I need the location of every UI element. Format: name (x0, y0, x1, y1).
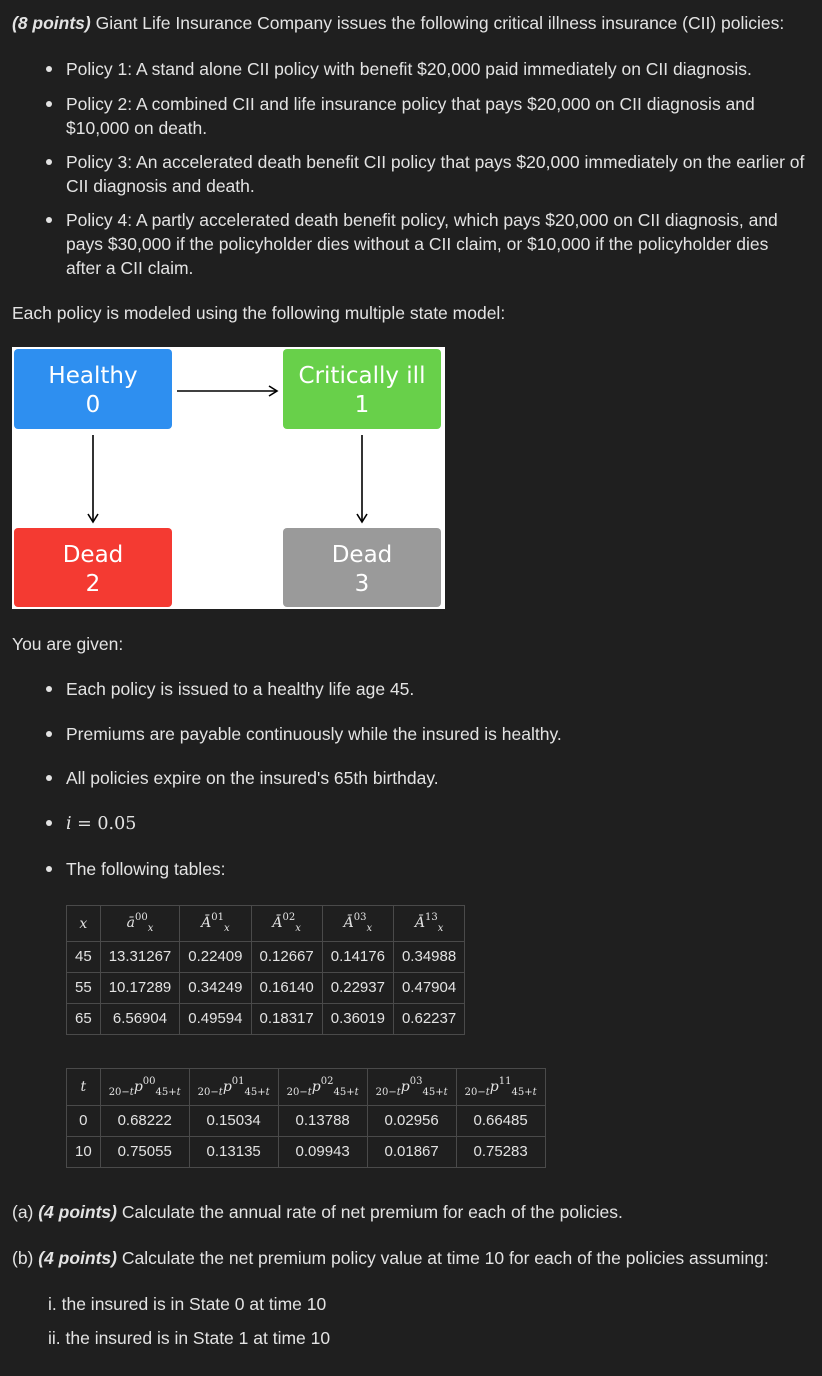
col-header-A13: Ā13x (392, 905, 466, 942)
table-cell: 0.34249 (179, 972, 252, 1004)
state-label: Healthy (48, 363, 138, 389)
table-cell: 0.68222 (99, 1105, 190, 1137)
table-cell: 10.17289 (99, 972, 181, 1004)
table-row: 0 0.68222 0.15034 0.13788 0.02956 0.6648… (66, 1105, 546, 1137)
table-row: 55 10.17289 0.34249 0.16140 0.22937 0.47… (66, 972, 466, 1004)
policy-item: Policy 1: A stand alone CII policy with … (46, 57, 806, 81)
table-cell: 0.47904 (392, 972, 466, 1004)
table-cell: 0.34988 (392, 941, 466, 973)
table-cell: 0.09943 (277, 1136, 368, 1168)
state-number: 2 (85, 571, 101, 597)
table-cell: 0.22937 (321, 972, 394, 1004)
state-number: 0 (85, 392, 101, 418)
state-diagram: Healthy 0 Critically ill 1 Dead 2 Dead 3 (12, 347, 445, 609)
table-cell: 0.22409 (179, 941, 252, 973)
table-cell: 0.75283 (455, 1136, 546, 1168)
probability-table: t 20−tp0045+t 20−tp0145+t 20−tp0245+t 20… (66, 1068, 546, 1168)
col-header-A02: Ā02x (250, 905, 323, 942)
given-item-interest: i = 0.05 (46, 811, 806, 836)
table-cell: 55 (66, 972, 101, 1004)
state-dead-3: Dead 3 (283, 528, 441, 607)
table-cell: 0.13788 (277, 1105, 368, 1137)
given-list: Each policy is issued to a healthy life … (46, 677, 806, 881)
state-label: Dead (331, 542, 393, 568)
table-cell: 45 (66, 941, 101, 973)
col-header-p11: 20−tp1145+t (455, 1068, 546, 1106)
interest-value: = 0.05 (71, 814, 137, 834)
policy-item: Policy 3: An accelerated death benefit C… (46, 150, 806, 198)
intro-text: Giant Life Insurance Company issues the … (90, 13, 785, 33)
arrow-head (356, 513, 368, 524)
question-b: (b) (4 points) Calculate the net premium… (12, 1246, 812, 1270)
col-header-p00: 20−tp0045+t (99, 1068, 190, 1106)
col-header-p03: 20−tp0345+t (366, 1068, 457, 1106)
col-header-p02: 20−tp0245+t (277, 1068, 368, 1106)
question-b-ii: ii. the insured is in State 1 at time 10 (48, 1328, 331, 1348)
col-header-A01: Ā01x (179, 905, 252, 942)
points-label: (8 points) (12, 13, 91, 33)
col-header-a00: ā00x (99, 905, 181, 942)
given-item: Premiums are payable continuously while … (46, 722, 806, 746)
policy-item: Policy 4: A partly accelerated death ben… (46, 208, 806, 280)
policy-list: Policy 1: A stand alone CII policy with … (46, 57, 806, 280)
table-cell: 0.14176 (321, 941, 394, 973)
state-healthy: Healthy 0 (14, 349, 172, 429)
table-cell: 0.62237 (392, 1003, 466, 1035)
table-row: 45 13.31267 0.22409 0.12667 0.14176 0.34… (66, 941, 466, 973)
points-label: (4 points) (38, 1248, 117, 1268)
col-header-x: x (66, 905, 101, 942)
arrow-head (268, 385, 279, 397)
table-cell: 6.56904 (99, 1003, 181, 1035)
table-row: 65 6.56904 0.49594 0.18317 0.36019 0.622… (66, 1003, 466, 1035)
question-b-text: Calculate the net premium policy value a… (117, 1248, 769, 1268)
table-cell: 0.02956 (366, 1105, 457, 1137)
table-cell: 0.16140 (250, 972, 323, 1004)
given-item: All policies expire on the insured's 65t… (46, 766, 806, 790)
policy-item: Policy 2: A combined CII and life insura… (46, 92, 806, 140)
table-header-row: t 20−tp0045+t 20−tp0145+t 20−tp0245+t 20… (66, 1068, 546, 1106)
points-label: (4 points) (38, 1202, 117, 1222)
state-label: Dead (62, 542, 124, 568)
col-header-p01: 20−tp0145+t (188, 1068, 279, 1106)
table-cell: 0.01867 (366, 1136, 457, 1168)
table-cell: 65 (66, 1003, 101, 1035)
table-row: 10 0.75055 0.13135 0.09943 0.01867 0.752… (66, 1136, 546, 1168)
table-cell: 0.15034 (188, 1105, 279, 1137)
intro-paragraph: (8 points) Giant Life Insurance Company … (12, 11, 812, 35)
table-cell: 0 (66, 1105, 101, 1137)
annuity-table: x ā00x Ā01x Ā02x Ā03x Ā13x 45 13.31267 0… (66, 905, 466, 1035)
transition-arrows (87, 385, 368, 524)
given-heading: You are given: (12, 634, 124, 654)
table-cell: 0.75055 (99, 1136, 190, 1168)
col-header-t: t (66, 1068, 101, 1106)
table-cell: 0.36019 (321, 1003, 394, 1035)
question-b-i: i. the insured is in State 0 at time 10 (48, 1294, 327, 1314)
model-text: Each policy is modeled using the followi… (12, 303, 506, 323)
arrow-head (87, 513, 99, 524)
state-label: Critically ill (298, 363, 426, 389)
question-a-label: (a) (12, 1202, 39, 1222)
table-cell: 0.49594 (179, 1003, 252, 1035)
table-cell: 0.66485 (455, 1105, 546, 1137)
table-cell: 0.18317 (250, 1003, 323, 1035)
state-number: 1 (354, 392, 370, 418)
given-item: The following tables: (46, 857, 806, 881)
table-cell: 13.31267 (99, 941, 181, 973)
col-header-A03: Ā03x (321, 905, 394, 942)
state-dead-2: Dead 2 (14, 528, 172, 607)
table-cell: 0.13135 (188, 1136, 279, 1168)
table-header-row: x ā00x Ā01x Ā02x Ā03x Ā13x (66, 905, 466, 942)
table-cell: 0.12667 (250, 941, 323, 973)
question-a-text: Calculate the annual rate of net premium… (117, 1202, 623, 1222)
question-b-label: (b) (12, 1248, 39, 1268)
question-a: (a) (4 points) Calculate the annual rate… (12, 1200, 812, 1224)
given-item: Each policy is issued to a healthy life … (46, 677, 806, 701)
interest-var: i (66, 814, 72, 834)
state-number: 3 (354, 571, 370, 597)
table-cell: 10 (66, 1136, 101, 1168)
state-critically-ill: Critically ill 1 (283, 349, 441, 429)
